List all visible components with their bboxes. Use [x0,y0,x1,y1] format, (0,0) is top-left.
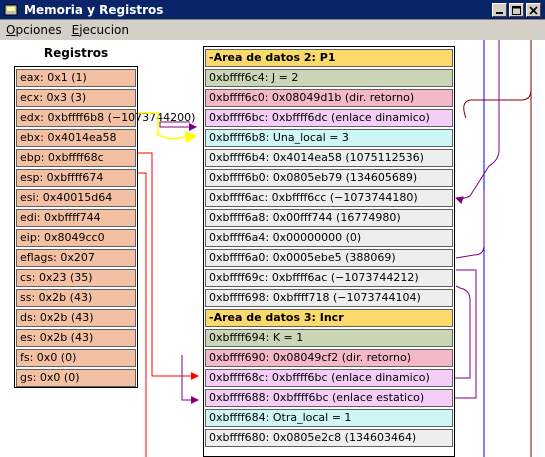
stack-row[interactable]: 0xbffff6c0: 0x08049d1b (dir. retorno) [205,89,453,107]
stack-row[interactable]: 0xbffff69c: 0xbffff6ac (−1073744212) [205,269,453,287]
static-link-pointer [455,190,485,259]
stack-row[interactable]: 0xbffff6bc: 0xbffff6dc (enlace dinamico) [205,109,453,127]
menu-ejecucion[interactable]: Ejecucion [71,23,129,37]
register-row[interactable]: eax: 0x1 (1) [16,69,136,87]
register-row[interactable]: ss: 0x2b (43) [16,289,136,307]
link-pointer-incr [455,285,471,379]
maximize-button[interactable] [509,3,524,17]
stack-row[interactable]: 0xbffff6a4: 0x00000000 (0) [205,229,453,247]
register-row[interactable]: ds: 0x2b (43) [16,309,136,327]
register-row[interactable]: es: 0x2b (43) [16,329,136,347]
stack-area-header[interactable]: -Area de datos 3: Incr [205,309,453,327]
stack-row[interactable]: 0xbffff694: K = 1 [205,329,453,347]
stack-row[interactable]: 0xbffff688: 0xbffff6bc (enlace estatico) [205,389,453,407]
register-row[interactable]: esi: 0x40015d64 [16,189,136,207]
ebp-pointer [138,152,199,380]
link-pointer-p1 [159,121,197,131]
stack-row[interactable]: 0xbffff690: 0x08049cf2 (dir. retorno) [205,349,453,367]
register-row[interactable]: cs: 0x23 (35) [16,269,136,287]
register-row[interactable]: fs: 0x0 (0) [16,349,136,367]
stack-panel: -Area de datos 2: P1 0xbffff6c4: J = 2 0… [203,46,455,457]
register-row[interactable]: ebx: 0x4014ea58 [16,129,136,147]
register-row[interactable]: eip: 0x8049cc0 [16,229,136,247]
app-icon[interactable] [4,3,18,17]
window-title: Memoria y Registros [24,2,164,17]
static-pointer-incr [455,269,477,399]
stack-row[interactable]: 0xbffff6a0: 0x0005ebe5 (388069) [205,249,453,267]
register-row[interactable]: ebp: 0xbffff68c [16,149,136,167]
stack-row[interactable]: 0xbffff698: 0xbffff718 (−1073744104) [205,289,453,307]
stack-row[interactable]: 0xbffff6b8: Una_local = 3 [205,129,453,147]
stack-area-header[interactable]: -Area de datos 2: P1 [205,49,453,67]
stack-row[interactable]: 0xbffff68c: 0xbffff6bc (enlace dinamico) [205,369,453,387]
stack-row[interactable]: 0xbffff6b4: 0x4014ea58 (1075112536) [205,149,453,167]
registers-title: Registros [43,46,109,60]
close-icon [529,5,538,15]
stack-row[interactable]: 0xbffff6b0: 0x0805eb79 (134605689) [205,169,453,187]
register-row[interactable]: ecx: 0x3 (3) [16,89,136,107]
dyn-link-pointer-top [463,70,532,119]
edx-pointer [138,112,198,144]
register-row[interactable]: eflags: 0x207 [16,249,136,267]
dyn-link-pointer-mid [455,40,500,205]
menubar: Opciones Ejecucion [0,20,545,40]
stack-row[interactable]: 0xbffff6a8: 0x00fff744 (16774980) [205,209,453,227]
minimize-button[interactable] [492,3,507,17]
memory-canvas[interactable]: Registros eax: 0x1 (1) ecx: 0x3 (3) edx:… [0,40,545,457]
register-row[interactable]: edi: 0xbffff744 [16,209,136,227]
close-button[interactable] [526,3,541,17]
register-row[interactable]: esp: 0xbffff674 [16,169,136,187]
menu-opciones[interactable]: Opciones [6,23,62,37]
stack-row[interactable]: 0xbffff6c4: J = 2 [205,69,453,87]
stack-row[interactable]: 0xbffff684: Otra_local = 1 [205,409,453,427]
stack-row[interactable]: 0xbffff680: 0x0805e2c8 (134603464) [205,429,453,447]
maximize-icon [512,5,521,15]
link-pointer-back [181,355,199,404]
stack-row[interactable]: 0xbffff6ac: 0xbffff6cc (−1073744180) [205,189,453,207]
pointer-overlay [138,40,532,457]
titlebar[interactable]: Memoria y Registros [0,0,545,20]
esp-pointer [138,172,147,457]
register-row[interactable]: gs: 0x0 (0) [16,369,136,387]
minimize-icon [496,11,503,14]
